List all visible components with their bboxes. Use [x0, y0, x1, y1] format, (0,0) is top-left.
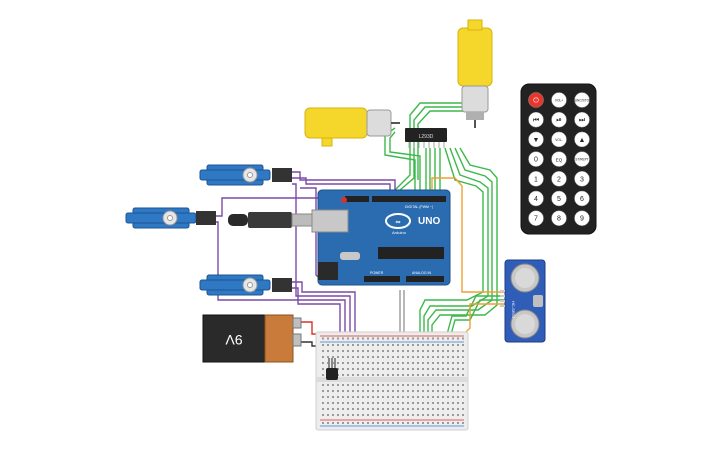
- remote-button-n9[interactable]: 9: [574, 210, 590, 226]
- remote-button-n5[interactable]: 5: [551, 190, 567, 207]
- remote-button-power[interactable]: ⏻: [528, 92, 544, 108]
- breadboard[interactable]: [315, 331, 469, 431]
- ultrasonic-sensor[interactable]: HC-SR04: [500, 259, 546, 343]
- digital-label: DIGITAL (PWM ~): [405, 205, 433, 209]
- remote-button-n4[interactable]: 4: [528, 190, 544, 207]
- board-model: UNO: [418, 216, 440, 227]
- servo-bottom[interactable]: [199, 274, 292, 296]
- servo-left[interactable]: [125, 207, 216, 229]
- power-header: [364, 276, 400, 282]
- remote-button-n6[interactable]: 6: [574, 190, 590, 207]
- remote-button-n3[interactable]: 3: [574, 171, 590, 187]
- remote-button-vol_minus[interactable]: VOL-: [551, 131, 567, 148]
- remote-button-label: 2: [557, 176, 561, 183]
- usb-cable: [228, 212, 323, 228]
- remote-button-play[interactable]: ⏯: [551, 111, 567, 128]
- remote-button-label: ▲: [579, 137, 586, 144]
- remote-button-label: 4: [534, 196, 538, 203]
- remote-button-label: VOL+: [555, 99, 563, 103]
- arduino-logo-icon: [385, 213, 411, 229]
- remote-button-vol_plus[interactable]: VOL+: [551, 92, 567, 108]
- remote-button-next[interactable]: ⏭: [574, 111, 590, 128]
- remote-button-label: 1: [534, 176, 538, 183]
- remote-button-label: ⏻: [533, 97, 539, 105]
- battery-label: 9V: [225, 332, 243, 348]
- remote-button-st_rept[interactable]: ST/REPT: [574, 151, 590, 167]
- remote-button-label: 6: [580, 196, 584, 203]
- remote-button-label: 3: [580, 176, 584, 183]
- remote-button-n1[interactable]: 1: [528, 171, 544, 187]
- remote-button-label: 7: [534, 216, 538, 223]
- remote-button-label: ⏮: [533, 117, 539, 124]
- remote-button-label: FUNC/STOP: [573, 99, 591, 103]
- dc-motor-left[interactable]: [304, 107, 400, 147]
- remote-button-func_stop[interactable]: FUNC/STOP: [573, 92, 591, 108]
- arduino-uno-board[interactable]: ∞ UNO Arduino DIGITAL (PWM ~) POWER ANAL…: [311, 189, 451, 286]
- remote-button-label: ST/REPT: [575, 158, 589, 162]
- remote-button-label: 5: [557, 196, 561, 203]
- remote-button-label: VOL-: [555, 138, 562, 142]
- svg-text:∞: ∞: [396, 219, 401, 226]
- remote-button-n8[interactable]: 8: [551, 210, 567, 226]
- driver-chip-label: L293D: [419, 134, 434, 140]
- ir-remote[interactable]: ⏻ VOL+ FUNC/STOP ⏮ ⏯ ⏭ ▼ VOL- ▲ 0 EQ ST/REPT 1 2 3 4 5 6 7…: [520, 83, 597, 235]
- remote-button-label: ⏭: [579, 117, 586, 124]
- digital-header: [372, 196, 446, 202]
- reset-button: [341, 197, 347, 203]
- board-brand: Arduino: [392, 230, 407, 235]
- battery-9v[interactable]: 9V: [202, 314, 302, 363]
- remote-button-up[interactable]: ▲: [574, 131, 590, 148]
- usb-port: [311, 209, 349, 233]
- servo-top[interactable]: [199, 164, 292, 186]
- analog-label: ANALOG IN: [412, 271, 432, 275]
- remote-button-grid: ⏻ VOL+ FUNC/STOP ⏮ ⏯ ⏭ ▼ VOL- ▲ 0 EQ ST/REPT 1 2 3 4 5 6 7…: [528, 92, 591, 226]
- power-jack: [318, 262, 338, 280]
- remote-button-eq[interactable]: EQ: [551, 151, 567, 167]
- remote-button-label: 0: [534, 157, 538, 164]
- power-label: POWER: [370, 271, 384, 275]
- dc-motor-top[interactable]: [457, 19, 493, 128]
- remote-button-label: ▼: [533, 137, 540, 144]
- remote-button-label: 9: [580, 216, 584, 223]
- motor-driver-chip[interactable]: L293D: [405, 128, 447, 148]
- remote-button-n0[interactable]: 0: [528, 151, 544, 167]
- atmega-chip: [378, 247, 444, 259]
- remote-button-label: 8: [557, 216, 561, 223]
- ir-receiver[interactable]: [326, 358, 338, 380]
- sensor-label: HC-SR04: [511, 301, 516, 319]
- remote-button-label: EQ: [556, 158, 563, 163]
- remote-button-n7[interactable]: 7: [528, 210, 544, 226]
- remote-button-prev[interactable]: ⏮: [528, 111, 544, 128]
- remote-button-n2[interactable]: 2: [551, 171, 567, 187]
- remote-button-label: ⏯: [556, 117, 562, 124]
- remote-button-down[interactable]: ▼: [528, 131, 544, 148]
- analog-header: [406, 276, 444, 282]
